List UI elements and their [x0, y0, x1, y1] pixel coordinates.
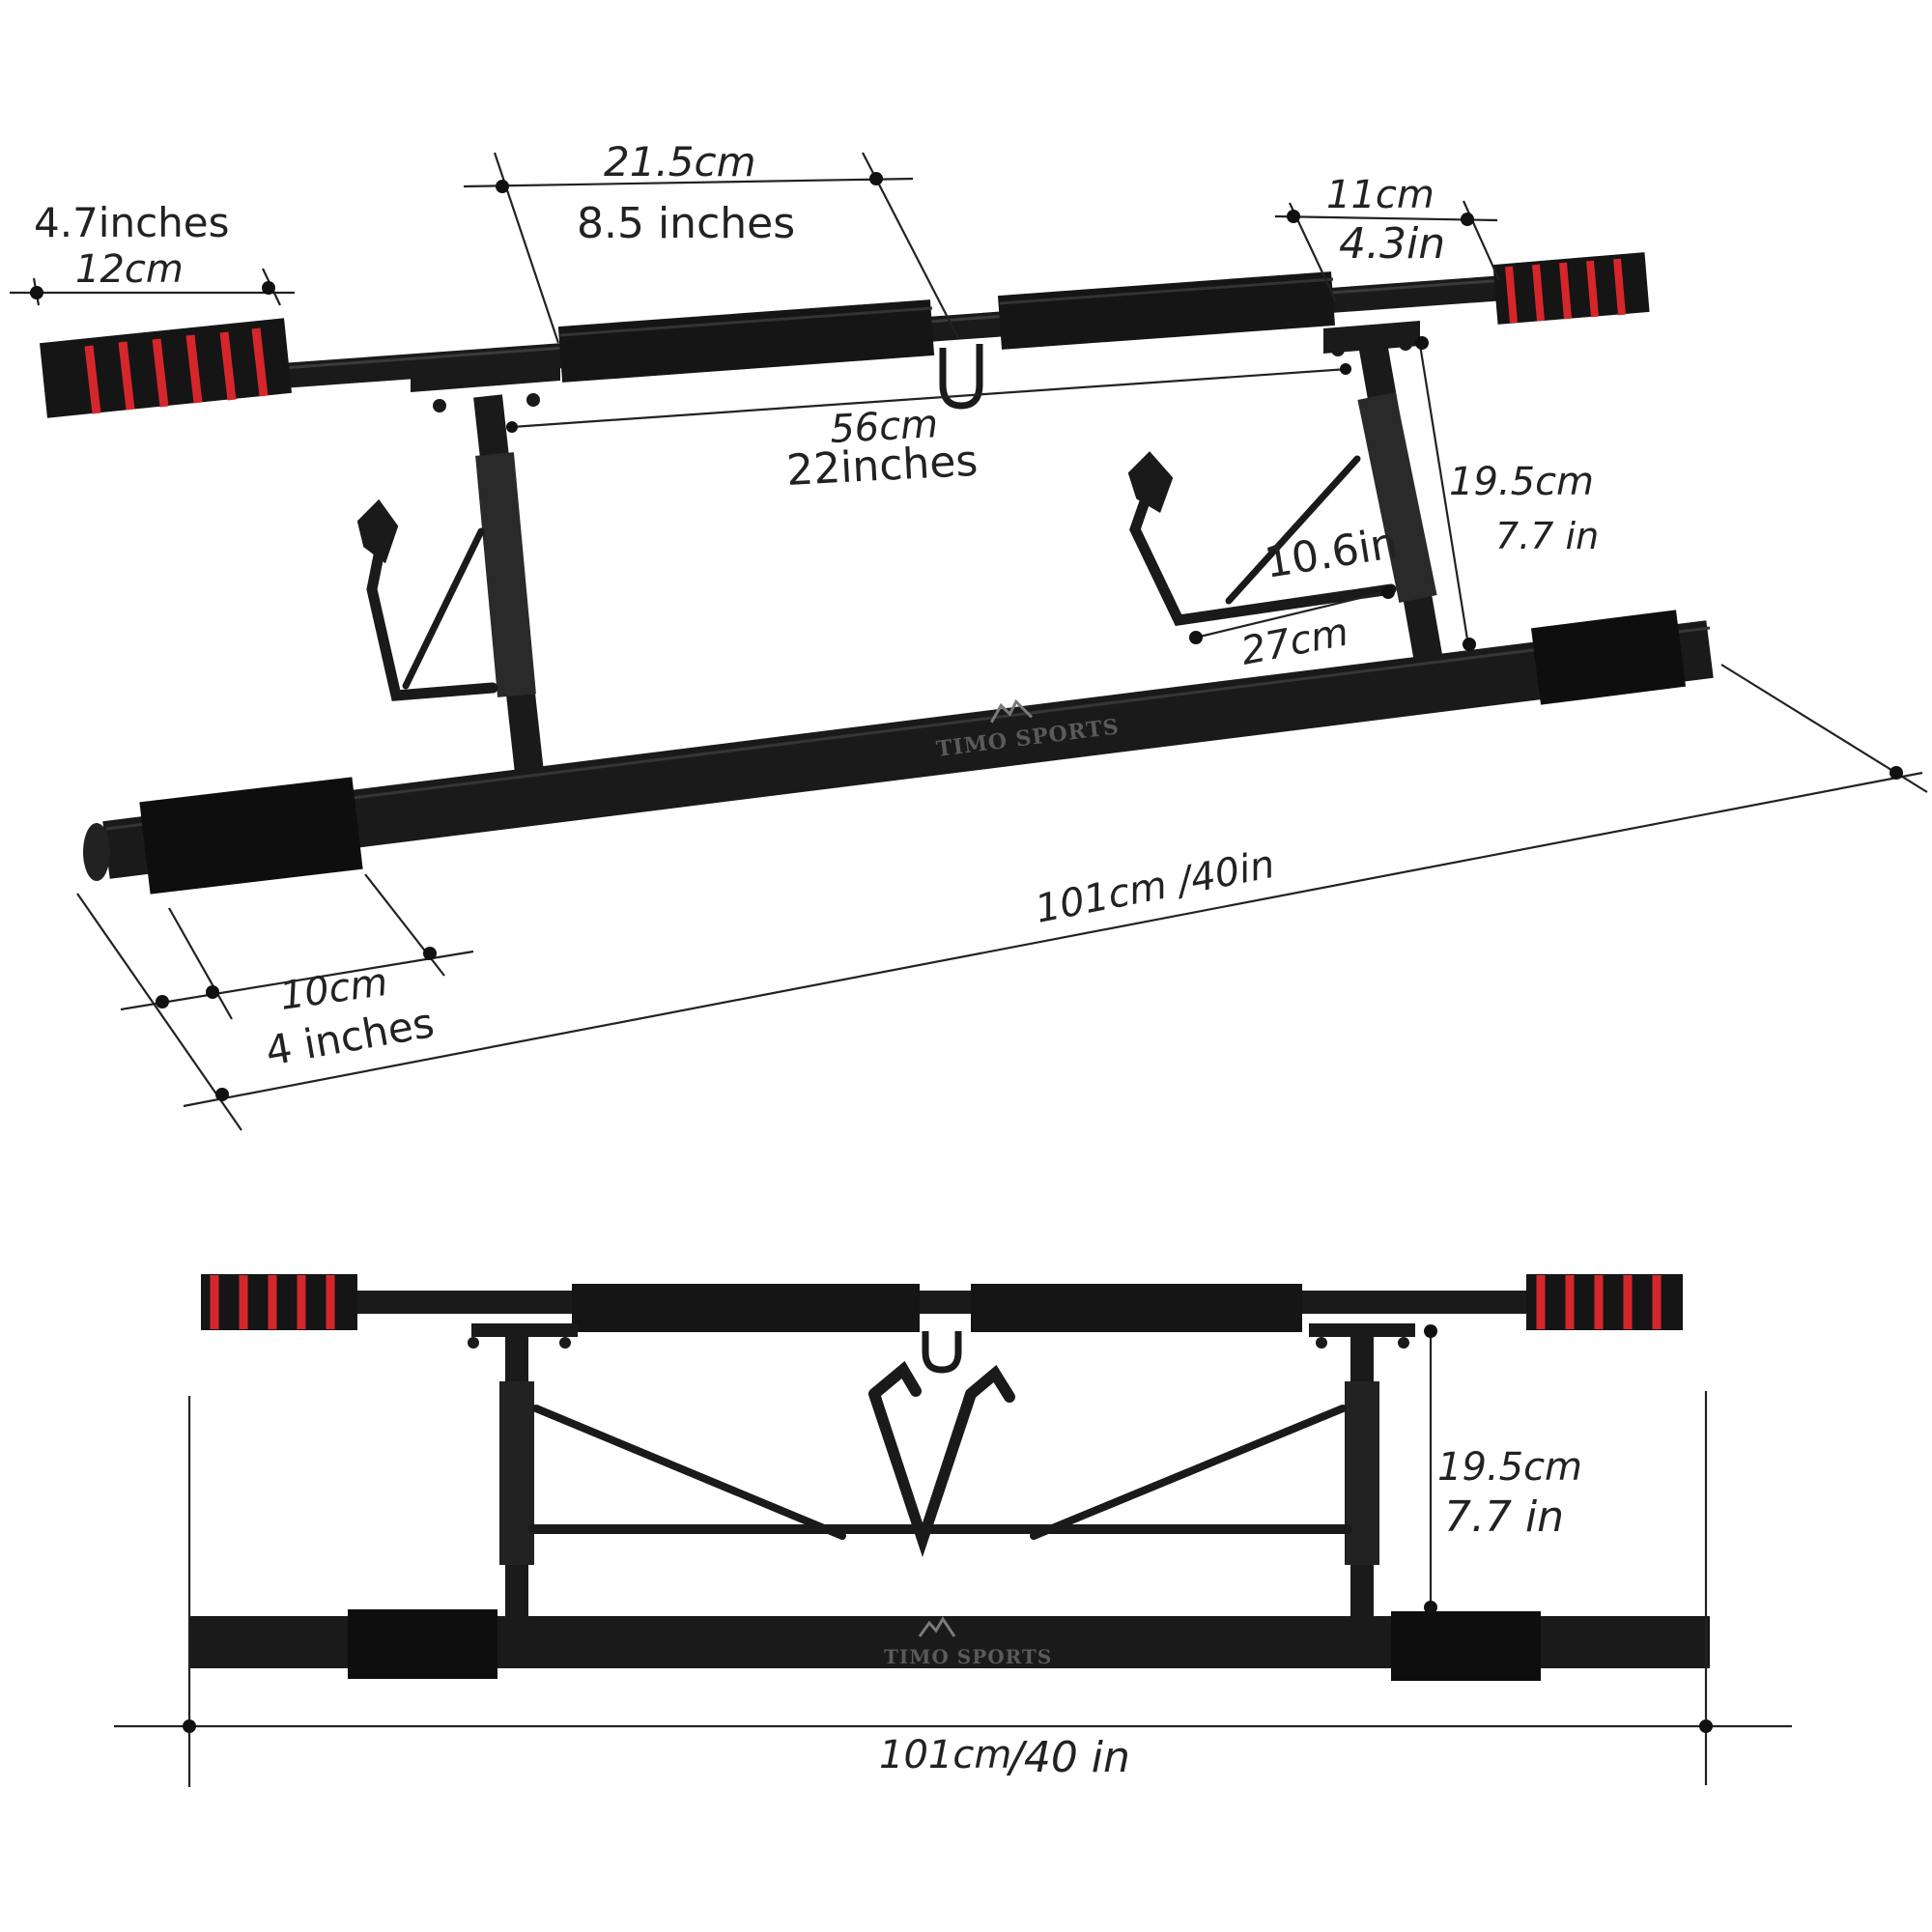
height-in: 7.7 in — [1495, 515, 1599, 557]
upper-brackets — [411, 321, 1420, 412]
center-pad-right — [997, 271, 1336, 350]
front-left-grip — [201, 1274, 357, 1330]
front-total-length-in: /40 in — [1006, 1733, 1130, 1782]
left-grip — [40, 318, 292, 418]
dimension-labels-front: 19.5cm 7.7 in 101cm /40 in — [879, 1445, 1582, 1782]
front-posts — [499, 1333, 1379, 1642]
right-grip — [1492, 252, 1650, 325]
arm-depth-in: 10.6in — [1262, 519, 1401, 588]
arm-depth-cm: 27cm — [1237, 610, 1352, 673]
center-pad-left — [557, 299, 935, 383]
center-pad-cm: 21.5cm — [604, 138, 756, 185]
hanging-ring — [939, 344, 983, 410]
dimension-lines-top — [10, 152, 1928, 1131]
front-hanging-ring — [922, 1331, 962, 1374]
height-cm: 19.5cm — [1449, 460, 1594, 504]
left-post — [473, 394, 544, 775]
front-right-grip — [1526, 1274, 1683, 1330]
mountain-icon — [990, 698, 1034, 724]
right-end-sleeve — [1530, 610, 1687, 705]
grip-length-in: 4.7inches — [34, 199, 230, 246]
front-height-in: 7.7 in — [1444, 1492, 1564, 1542]
front-total-length-cm: 101cm — [879, 1733, 1011, 1777]
bracket-span-cm: 56cm — [829, 402, 939, 452]
bracket-span-in: 22inches — [785, 437, 980, 496]
total-length-top: 101cm /40in — [1032, 842, 1278, 932]
grip-gap-in: 4.3in — [1339, 219, 1445, 269]
center-pad-in: 8.5 inches — [577, 199, 795, 248]
left-door-hook — [356, 498, 498, 701]
right-door-hook — [1127, 451, 1397, 627]
front-door-hooks — [868, 1360, 1015, 1557]
front-upper-bar — [357, 1284, 1526, 1374]
right-post — [1357, 335, 1444, 669]
front-view: TIMO SPORTS 19.5cm 7.7 in 101cm /40 in — [114, 1274, 1792, 1787]
grip-gap-cm: 11cm — [1326, 173, 1435, 217]
front-braces — [528, 1360, 1352, 1557]
grip-length-cm: 12cm — [75, 247, 184, 292]
front-brand-logo: TIMO SPORTS — [884, 1616, 1052, 1668]
lower-bar: TIMO SPORTS — [83, 610, 1714, 895]
dimension-lines-front — [114, 1324, 1792, 1787]
front-mountain-icon — [918, 1616, 956, 1637]
front-height-cm: 19.5cm — [1437, 1445, 1582, 1490]
front-lower-bar: TIMO SPORTS — [189, 1609, 1710, 1681]
perspective-view: TIMO SPORTS — [10, 138, 1928, 1131]
front-brand-text: TIMO SPORTS — [884, 1645, 1052, 1668]
left-end-sleeve — [139, 777, 363, 895]
